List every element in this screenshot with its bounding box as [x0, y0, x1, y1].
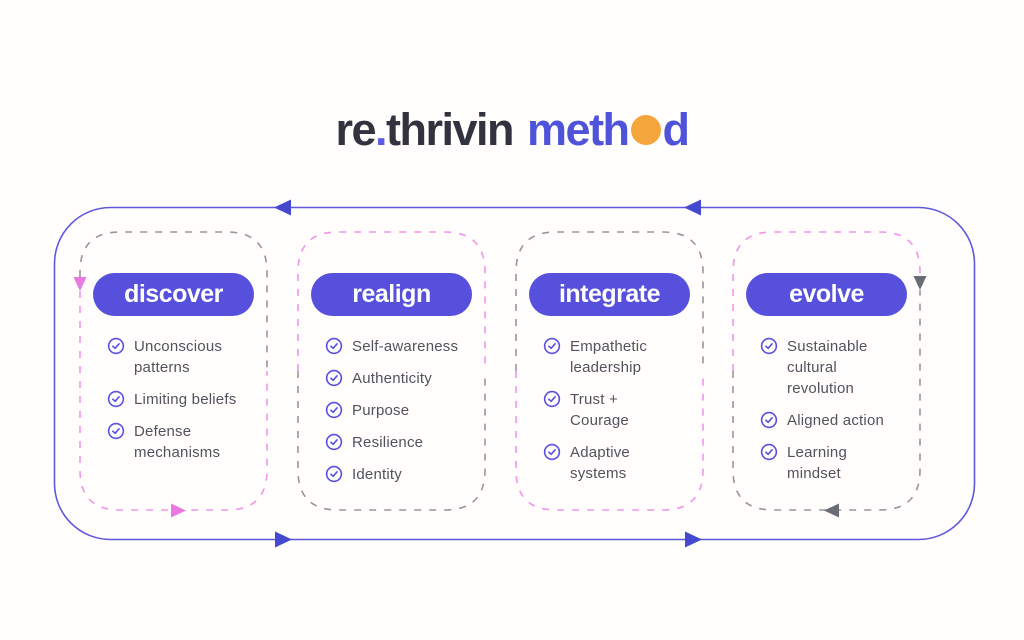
gray-down-arrow-icon: [913, 276, 927, 290]
brand-word-thrivin: thrivin: [386, 104, 515, 155]
card-integrate-border-bottom: [515, 371, 704, 511]
check-circle-icon: [543, 443, 561, 461]
list-item: Empathetic leadership: [543, 336, 695, 378]
list-item-label: Purpose: [352, 402, 410, 419]
list-item: Self-awareness: [325, 336, 477, 357]
discover-item-list: Unconscious patterns Limiting beliefs De…: [80, 336, 267, 463]
brand-word-re: re: [335, 104, 376, 155]
brand-dot: .: [375, 104, 388, 155]
check-circle-icon: [543, 390, 561, 408]
check-circle-icon: [325, 369, 343, 387]
card-evolve-border-top: [732, 231, 921, 371]
outer-loop-border: [53, 206, 976, 541]
pink-right-arrow-icon: [171, 503, 186, 518]
list-item: Limiting beliefs: [107, 389, 259, 410]
list-item-label: Learning mindset: [787, 444, 847, 482]
list-item: Learning mindset: [760, 442, 912, 484]
stage-pill-integrate: integrate: [529, 273, 690, 316]
list-item-label: Sustainable cultural revolution: [787, 338, 868, 397]
card-discover-border-top: [79, 231, 268, 371]
card-integrate-border-top: [515, 231, 704, 371]
list-item-label: Limiting beliefs: [134, 391, 237, 408]
stage-card-realign: realign Self-awareness Authenticity Purp…: [298, 232, 485, 510]
check-circle-icon: [543, 337, 561, 355]
arrow-left-top-2-icon: [684, 199, 701, 216]
card-discover-border-bottom: [79, 291, 268, 511]
stage-pill-discover: discover: [93, 273, 254, 316]
card-realign-border-bottom: [297, 371, 486, 511]
check-circle-icon: [760, 411, 778, 429]
stage-pill-realign: realign: [311, 273, 472, 316]
list-item-label: Resilience: [352, 434, 424, 451]
list-item: Resilience: [325, 432, 477, 453]
list-item: Sustainable cultural revolution: [760, 336, 912, 399]
list-item: Trust + Courage: [543, 389, 695, 431]
check-circle-icon: [107, 337, 125, 355]
check-circle-icon: [107, 422, 125, 440]
list-item-label: Defense mechanisms: [134, 423, 221, 461]
list-item: Authenticity: [325, 368, 477, 389]
stage-card-discover: discover Unconscious patterns Limiting b…: [80, 232, 267, 510]
evolve-item-list: Sustainable cultural revolution Aligned …: [733, 336, 920, 484]
stage-pill-evolve: evolve: [746, 273, 907, 316]
list-item: Adaptive systems: [543, 442, 695, 484]
list-item: Aligned action: [760, 410, 912, 431]
arrow-right-bottom-2-icon: [685, 531, 702, 548]
gray-left-arrow-icon: [824, 503, 839, 518]
list-item-label: Authenticity: [352, 370, 432, 387]
arrow-left-top-1-icon: [274, 199, 291, 216]
list-item: Purpose: [325, 400, 477, 421]
check-circle-icon: [760, 337, 778, 355]
check-circle-icon: [107, 390, 125, 408]
integrate-item-list: Empathetic leadership Trust + Courage Ad…: [516, 336, 703, 484]
list-item: Unconscious patterns: [107, 336, 259, 378]
list-item-label: Self-awareness: [352, 338, 459, 355]
card-realign-border-top: [297, 231, 486, 371]
stage-card-evolve: evolve Sustainable cultural revolution A…: [733, 232, 920, 510]
card-evolve-border-bottom: [732, 290, 921, 511]
stage-card-integrate: integrate Empathetic leadership Trust + …: [516, 232, 703, 510]
list-item: Identity: [325, 464, 477, 485]
orange-dot-icon: [630, 115, 661, 145]
list-item: Defense mechanisms: [107, 421, 259, 463]
method-word-tail: d: [662, 104, 691, 155]
list-item-label: Trust + Courage: [570, 391, 629, 429]
check-circle-icon: [325, 465, 343, 483]
list-item-label: Empathetic leadership: [570, 338, 648, 376]
method-word-head: meth: [527, 104, 630, 155]
check-circle-icon: [760, 443, 778, 461]
check-circle-icon: [325, 433, 343, 451]
list-item-label: Adaptive systems: [570, 444, 630, 482]
list-item-label: Unconscious patterns: [134, 338, 223, 376]
list-item-label: Identity: [352, 466, 402, 483]
list-item-label: Aligned action: [787, 412, 885, 429]
check-circle-icon: [325, 401, 343, 419]
check-circle-icon: [325, 337, 343, 355]
arrow-right-bottom-1-icon: [275, 531, 292, 548]
realign-item-list: Self-awareness Authenticity Purpose Resi…: [298, 336, 485, 485]
pink-down-arrow-icon: [73, 277, 87, 291]
